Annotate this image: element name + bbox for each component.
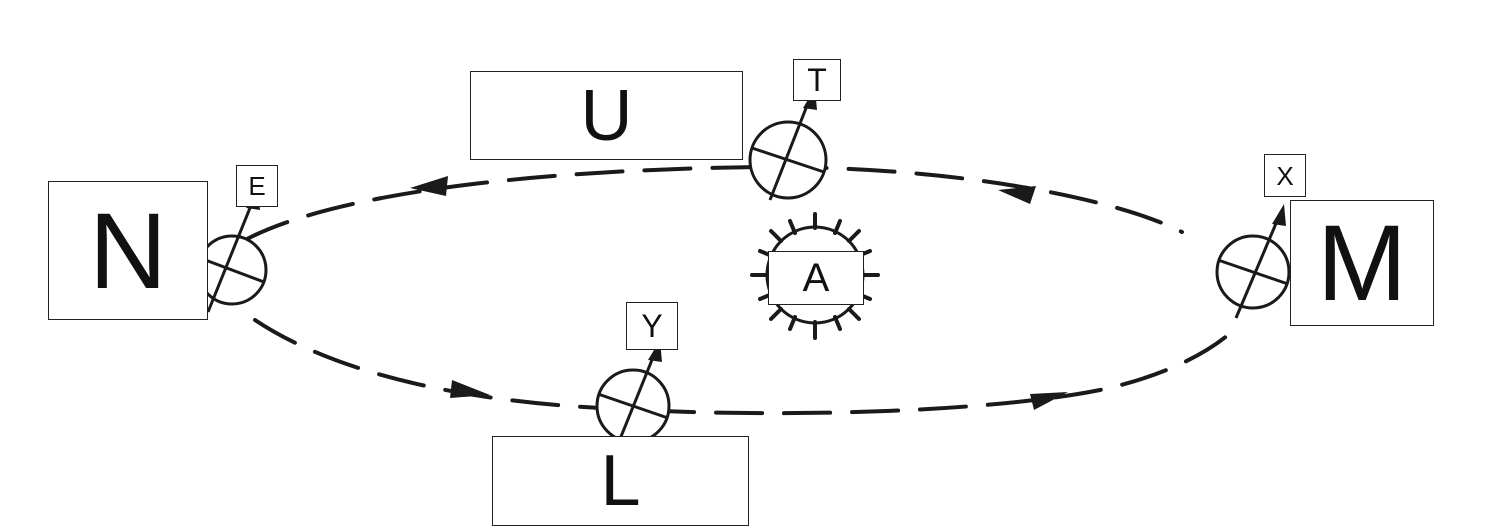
label-m: M: [1317, 202, 1407, 323]
label-box-n: N: [48, 181, 208, 320]
label-box-u: U: [470, 71, 743, 160]
label-box-e: E: [236, 165, 278, 207]
label-n: N: [89, 189, 167, 311]
label-t: T: [807, 62, 827, 98]
earth-top-icon: [748, 88, 828, 201]
label-box-t: T: [793, 59, 841, 101]
earth-right-icon: [1215, 204, 1291, 319]
orbit-arrow-upper-left: [410, 176, 448, 196]
label-box-a: A: [768, 251, 864, 305]
label-box-l: L: [492, 436, 749, 526]
label-e: E: [248, 171, 266, 201]
label-box-m: M: [1290, 200, 1434, 326]
label-box-x: X: [1264, 154, 1306, 197]
label-u: U: [580, 75, 633, 156]
label-l: L: [600, 441, 641, 521]
orbit-lower-path: [253, 318, 1230, 416]
label-a: A: [802, 256, 830, 300]
orbit-arrow-lower-right: [1030, 392, 1068, 410]
label-y: Y: [641, 308, 663, 344]
orbit-upper-path: [243, 164, 1184, 242]
orbit-arrow-lower-left: [450, 380, 490, 398]
earth-left-icon: [196, 188, 268, 313]
label-x: X: [1276, 160, 1294, 191]
earth-bottom-icon: [595, 340, 671, 445]
label-box-y: Y: [626, 302, 678, 350]
orbit-arrow-upper-right: [998, 186, 1036, 204]
